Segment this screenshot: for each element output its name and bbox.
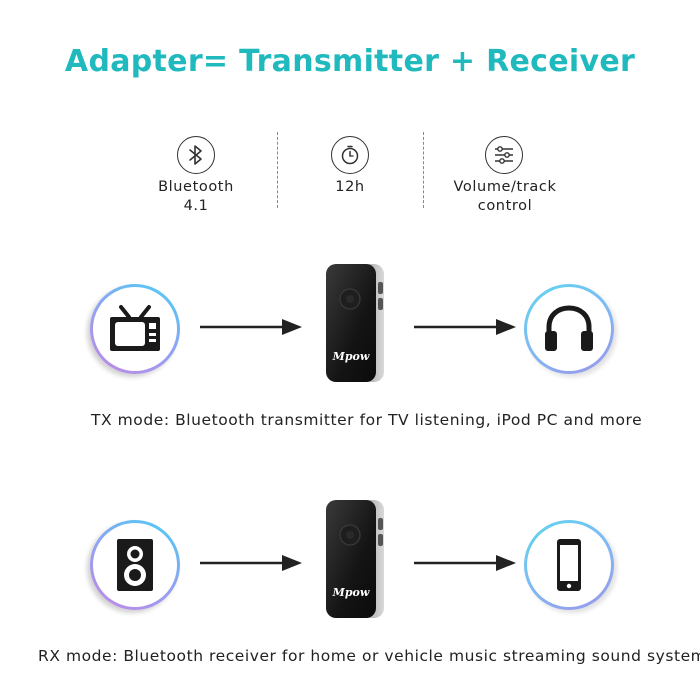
feature-battery-label-line1: 12h <box>335 179 365 195</box>
tx-device: Mpow <box>322 262 386 386</box>
tx-target-circle <box>524 284 614 374</box>
device-brand-logo: Mpow <box>332 350 370 363</box>
sliders-icon <box>485 136 523 174</box>
feature-battery-label: 12h <box>310 178 390 197</box>
tx-arrow-in <box>200 319 302 335</box>
feature-divider <box>423 132 424 208</box>
speaker-icon <box>117 539 153 591</box>
tx-source-circle <box>90 284 180 374</box>
smartphone-icon <box>557 539 581 591</box>
tx-arrow-out <box>414 319 516 335</box>
rx-arrow-out <box>414 555 516 571</box>
feature-bluetooth-label: Bluetooth 4.1 <box>145 178 247 216</box>
tx-mode-caption: TX mode: Bluetooth transmitter for TV li… <box>91 411 643 429</box>
timer-icon <box>331 136 369 174</box>
feature-controls <box>485 136 523 174</box>
feature-battery <box>331 136 369 174</box>
tv-icon <box>110 305 160 351</box>
feature-bluetooth-label-line1: Bluetooth <box>158 179 234 195</box>
device-brand-logo: Mpow <box>332 586 370 599</box>
feature-bluetooth-label-line2: 4.1 <box>183 198 209 214</box>
rx-arrow-in <box>200 555 302 571</box>
headphones-icon <box>545 305 593 351</box>
rx-device: Mpow <box>322 498 386 622</box>
feature-controls-label-line1: Volume/track <box>453 179 557 195</box>
bluetooth-icon <box>177 136 215 174</box>
rx-source-circle <box>90 520 180 610</box>
feature-controls-label-line2: control <box>477 198 533 214</box>
feature-bluetooth <box>177 136 215 174</box>
feature-divider <box>277 132 278 208</box>
feature-controls-label: Volume/track control <box>446 178 564 216</box>
rx-mode-caption: RX mode: Bluetooth receiver for home or … <box>38 647 700 665</box>
headline: Adapter= Transmitter + Receiver <box>64 44 636 79</box>
rx-target-circle <box>524 520 614 610</box>
